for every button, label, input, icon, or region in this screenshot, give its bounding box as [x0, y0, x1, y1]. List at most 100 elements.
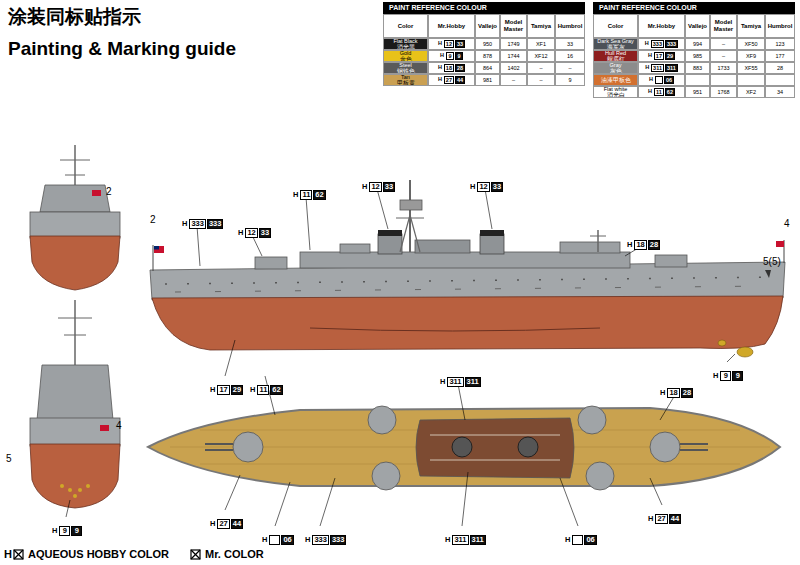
table-cell: 1749 — [500, 38, 527, 50]
paint-prefix: H — [713, 371, 719, 381]
paint-number: 06 — [584, 535, 596, 546]
paint-prefix: H — [210, 385, 216, 395]
paint-prefix: H — [293, 190, 299, 200]
paint-number: 311 — [452, 535, 468, 546]
color-swatch-cell: 油漆甲板色 — [593, 74, 638, 86]
table-cell: XF9 — [737, 50, 765, 62]
color-name: Dark Sea Gray — [597, 38, 633, 44]
paint-number: 9 — [732, 371, 743, 382]
color-swatch-cell: Flat Black消光黑 — [383, 38, 428, 50]
paint-callout: H2744 — [648, 507, 681, 525]
table-cell: 16 — [555, 50, 585, 62]
color-swatch-cell: Tan甲板黄 — [383, 74, 428, 86]
legend-text: AQUEOUS HOBBY COLOR — [28, 548, 169, 561]
paint-number: 33 — [455, 40, 465, 49]
callout-number: 2 — [150, 214, 156, 226]
paint-code: H06 — [649, 76, 674, 85]
paint-number: 18 — [444, 64, 454, 73]
paint-prefix: H — [645, 40, 650, 48]
paint-callout: H333333 — [305, 528, 346, 546]
paint-number: 44 — [231, 519, 243, 530]
paint-prefix: H — [52, 526, 58, 536]
paint-callout: H1729 — [210, 378, 243, 396]
paint-callout: H1828 — [660, 381, 693, 399]
paint-number: 333 — [207, 219, 224, 230]
title: 涂装同标贴指示 — [8, 4, 141, 30]
callout-number: 4 — [784, 218, 790, 230]
table-cell: H311311 — [638, 62, 685, 74]
paint-number: 06 — [281, 535, 293, 546]
color-swatch-cell: Dark Sea Gray海军灰 — [593, 38, 638, 50]
table-cell: – — [500, 74, 527, 86]
paint-prefix: H — [645, 64, 650, 72]
paint-number: 18 — [634, 240, 646, 251]
legend-text: Mr. COLOR — [205, 548, 264, 561]
paint-number: 28 — [455, 64, 465, 73]
table-cell: H1828 — [428, 62, 475, 74]
paint-number: 9 — [59, 526, 70, 537]
table-header: Mr.Hobby — [638, 14, 685, 38]
paint-code: H1162 — [648, 88, 675, 97]
color-name: Steel — [399, 62, 412, 68]
paint-prefix: H — [648, 514, 654, 524]
paint-number: 333 — [651, 40, 664, 49]
paint-number: 18 — [667, 388, 679, 399]
table-cell: 994 — [685, 38, 710, 50]
paint-number: 27 — [655, 514, 667, 525]
paint-callout: H06 — [565, 528, 597, 546]
table-cell — [765, 74, 795, 86]
paint-code: H2744 — [438, 76, 465, 85]
paint-number: 311 — [465, 377, 481, 388]
paint-callout: H1828 — [627, 233, 660, 251]
paint-code: H99 — [52, 526, 82, 537]
paint-number: 333 — [665, 40, 678, 49]
subtitle: Painting & Marking guide — [8, 38, 236, 60]
paint-prefix: H — [262, 535, 268, 545]
color-name: Gray — [610, 62, 622, 68]
paint-number: 33 — [491, 182, 503, 193]
table-header: Tamiya — [737, 14, 765, 38]
paint-prefix: H — [305, 535, 311, 545]
table-header: Humbrol — [555, 14, 585, 38]
paint-prefix: H — [627, 240, 633, 250]
paint-number: 12 — [245, 228, 257, 239]
paint-prefix: H — [470, 182, 476, 192]
table-cell: H99 — [428, 50, 475, 62]
color-name: Flat white — [604, 86, 628, 92]
paint-number: 11 — [257, 385, 269, 396]
table-heading: PAINT REFERENCE COLOUR — [593, 2, 795, 14]
table-cell: H1162 — [638, 86, 685, 98]
paint-number: 11 — [654, 88, 664, 97]
table-cell: 883 — [685, 62, 710, 74]
color-name: Flat Black — [393, 38, 417, 44]
paint-callout: H1162 — [250, 378, 283, 396]
table-cell: H1233 — [428, 38, 475, 50]
paint-code: H1233 — [438, 40, 465, 49]
table-header: Model Master — [710, 14, 737, 38]
table-cell: 951 — [685, 86, 710, 98]
paint-callout: H2744 — [210, 512, 243, 530]
paint-prefix: H — [238, 228, 244, 238]
table-cell: – — [527, 74, 555, 86]
paint-number: 17 — [654, 52, 664, 61]
table-cell: XF55 — [737, 62, 765, 74]
table-header: Vallejo — [685, 14, 710, 38]
paint-prefix: H — [648, 88, 653, 96]
paint-code: H311311 — [445, 535, 486, 546]
table-header: Tamiya — [527, 14, 555, 38]
table-cell: 1733 — [710, 62, 737, 74]
legend-prefix: H — [4, 548, 12, 561]
table-cell: 950 — [475, 38, 500, 50]
paint-number-box — [269, 535, 280, 546]
paint-number: 333 — [330, 535, 347, 546]
table-cell: H06 — [638, 74, 685, 86]
table-cell: 985 — [685, 50, 710, 62]
paint-code: H1729 — [210, 385, 243, 396]
callout-number: 4 — [116, 420, 122, 432]
paint-number: 27 — [217, 519, 229, 530]
table-cell: 9 — [555, 74, 585, 86]
paint-number: 9 — [720, 371, 731, 382]
paint-number: 333 — [312, 535, 329, 546]
paint-number: 12 — [444, 40, 454, 49]
paint-prefix: H — [440, 52, 445, 60]
